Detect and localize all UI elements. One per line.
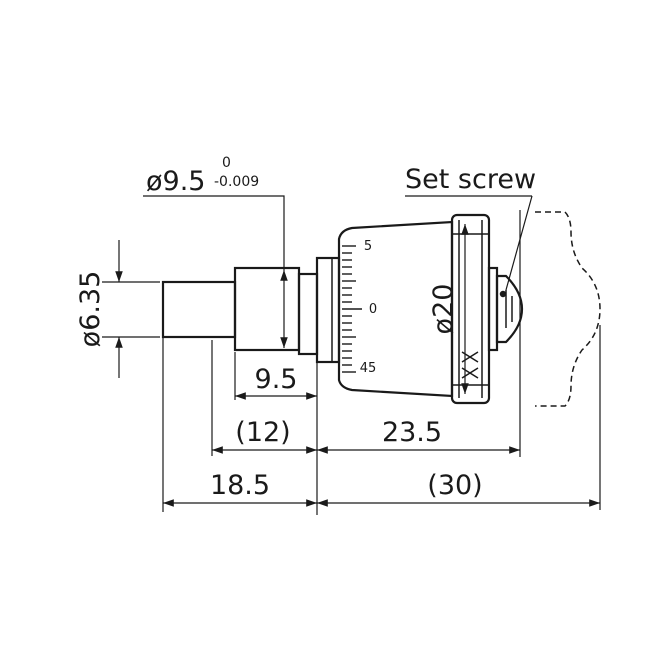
shaft-diameter-label: ø6.35 [75, 271, 106, 348]
spindle-tol-upper: 0 [222, 155, 231, 171]
spindle-diameter-label: ø9.5 [146, 166, 205, 197]
dim-18-5: 18.5 [210, 470, 270, 501]
ring-detail [452, 220, 489, 398]
set-screw-cap [495, 274, 524, 344]
shaft [161, 280, 237, 339]
neck [487, 266, 499, 352]
scale-mark-0: 0 [369, 302, 377, 317]
spindle-tol-lower: -0.009 [214, 174, 259, 190]
extension-lines [102, 210, 601, 515]
scale-mark-45: 45 [360, 361, 377, 376]
dim-spindle-length: 9.5 [255, 364, 298, 395]
collar [297, 272, 319, 356]
dimension-lines [115, 195, 600, 507]
thimble-graduations [342, 245, 362, 373]
set-screw-label: Set screw [405, 164, 536, 195]
thimble-diameter-label: ø20 [428, 284, 459, 335]
set-screw-detail [499, 290, 513, 328]
sleeve [315, 256, 341, 364]
dim-23-5: 23.5 [382, 417, 442, 448]
dim-12: (12) [235, 417, 290, 448]
micrometer-body [161, 213, 524, 405]
scale-mark-5: 5 [364, 239, 372, 254]
ratchet-knob-phantom [535, 211, 601, 407]
spindle [233, 266, 301, 352]
dim-30: (30) [427, 470, 482, 501]
